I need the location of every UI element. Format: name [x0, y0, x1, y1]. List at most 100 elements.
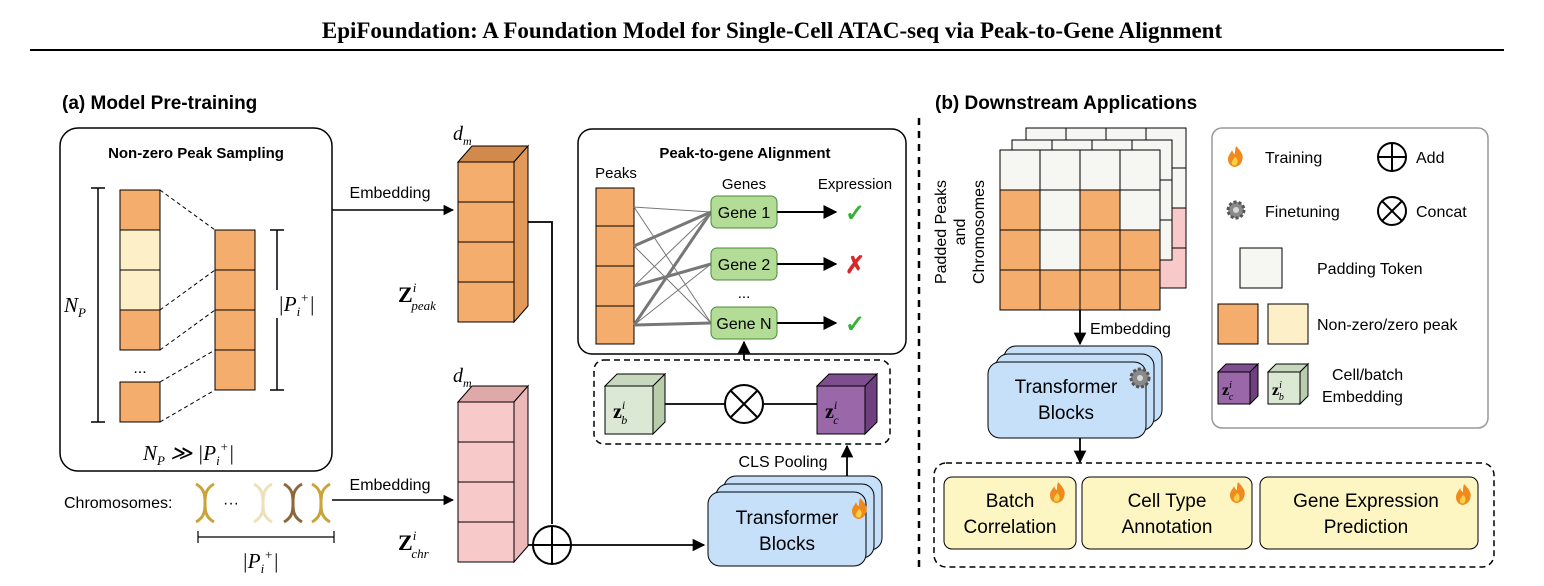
- nonzero-peak-swatch: [1217, 303, 1259, 345]
- legend-training: Training: [1265, 150, 1322, 167]
- sampling-title: Non-zero Peak Sampling: [108, 145, 284, 162]
- paper-title: EpiFoundation: A Foundation Model for Si…: [321, 18, 1223, 43]
- gene-label: Gene 2: [718, 257, 771, 274]
- fire-icon: [1230, 482, 1245, 503]
- chrom-ellipsis: ···: [223, 495, 239, 512]
- add-icon: [532, 525, 572, 565]
- fire-icon: [1456, 484, 1471, 505]
- task-gene-expression-prediction: [1259, 476, 1479, 550]
- chromosomes-label: Chromosomes:: [64, 495, 172, 512]
- sampled-peak: [214, 349, 256, 391]
- dna-icon: [311, 482, 331, 524]
- legend-add: Add: [1416, 150, 1444, 167]
- legend-cellbatch: Embedding: [1322, 389, 1403, 406]
- legend-cellbatch: Cell/batch: [1332, 367, 1403, 384]
- fire-icon: [1050, 482, 1065, 503]
- sampled-peak: [214, 269, 256, 311]
- svg-text:Blocks: Blocks: [759, 534, 815, 555]
- dm-label-bottom: dm: [453, 365, 472, 390]
- svg-text:Transformer: Transformer: [1015, 377, 1118, 398]
- svg-text:Prediction: Prediction: [1324, 517, 1409, 538]
- panel-b-title: (b) Downstream Applications: [935, 93, 1197, 114]
- svg-text:Blocks: Blocks: [1038, 403, 1094, 424]
- svg-text:and: and: [952, 219, 969, 246]
- peak-sampling-box: Non-zero Peak Sampling NP ... |Pi+| NP ≫…: [59, 127, 333, 472]
- check-icon: ✓: [845, 311, 865, 338]
- padded-axis-label: Padded Peaks and Chromosomes: [933, 180, 988, 284]
- dm-label-top: dm: [453, 123, 472, 148]
- sampled-peak: [214, 229, 256, 271]
- svg-text:Gene Expression: Gene Expression: [1293, 491, 1439, 512]
- alignment-box: Peak-to-gene Alignment Peaks Genes Expre…: [577, 128, 907, 355]
- peak-cell: [119, 381, 161, 423]
- expression-label: Expression: [818, 176, 892, 193]
- chr-embedding-stack: [456, 384, 530, 564]
- dna-icon: [195, 482, 215, 524]
- legend-nonzero: Non-zero/zero peak: [1317, 317, 1459, 334]
- np-label: NP: [63, 293, 86, 320]
- svg-text:Transformer: Transformer: [736, 508, 839, 529]
- transformer-blocks-a: Transformer Blocks: [707, 475, 883, 567]
- dna-icon: [283, 482, 303, 524]
- genes-label: Genes: [722, 176, 766, 193]
- peaks-label: Peaks: [595, 165, 637, 182]
- np-relation: NP ≫ |Pi+|: [142, 439, 234, 468]
- batch-embedding-swatch: [1267, 371, 1301, 405]
- downstream-tasks-box: Batch Correlation Cell Type Annotation G…: [933, 462, 1495, 568]
- sampling-ellipsis: ...: [133, 360, 146, 377]
- panel-a-title: (a) Model Pre-training: [62, 93, 257, 114]
- task-batch-correlation: [943, 476, 1077, 550]
- add-icon: [1377, 142, 1407, 172]
- svg-text:Cell Type: Cell Type: [1128, 491, 1207, 512]
- zero-peak-swatch: [1267, 303, 1309, 345]
- gear-icon: [1129, 367, 1151, 389]
- pi-label: |Pi+|: [278, 290, 315, 319]
- embedding-label-bottom: Embedding: [350, 477, 431, 494]
- legend-finetuning: Finetuning: [1265, 204, 1340, 221]
- task-cell-type-annotation: [1081, 476, 1253, 550]
- padded-input-grid: [999, 127, 1187, 311]
- legend-concat: Concat: [1416, 204, 1467, 221]
- gene-label: Gene N: [716, 316, 771, 333]
- svg-text:Correlation: Correlation: [964, 517, 1057, 538]
- peak-cell: [119, 189, 161, 231]
- peak-to-add-line: [528, 221, 553, 524]
- svg-text:Batch: Batch: [986, 491, 1035, 512]
- svg-text:Annotation: Annotation: [1122, 517, 1213, 538]
- legend-box: Training Add Finetuning Concat Padding T…: [1211, 127, 1489, 429]
- peak-cell: [119, 229, 161, 271]
- cross-icon: ✗: [845, 252, 865, 279]
- sampled-peak: [214, 309, 256, 351]
- peak-embedding-stack: [456, 144, 530, 324]
- embedding-label-b: Embedding: [1090, 321, 1171, 338]
- concat-icon: [1377, 196, 1407, 226]
- chrom-count-label: |Pi+|: [242, 547, 279, 576]
- fire-icon: [1228, 146, 1243, 167]
- padding-token-swatch: [1239, 247, 1283, 289]
- legend-padding: Padding Token: [1317, 261, 1423, 278]
- svg-text:Padded Peaks: Padded Peaks: [933, 180, 950, 284]
- peak-cell: [119, 309, 161, 351]
- svg-text:Chromosomes: Chromosomes: [971, 180, 988, 284]
- fire-icon: [852, 498, 867, 519]
- transformer-blocks-b: Transformer Blocks: [987, 345, 1163, 439]
- embedding-label-top: Embedding: [350, 185, 431, 202]
- peak-cell: [119, 269, 161, 311]
- gear-icon: [1226, 200, 1246, 220]
- alignment-title: Peak-to-gene Alignment: [659, 145, 830, 162]
- check-icon: ✓: [845, 200, 865, 227]
- gene-label: Gene 1: [718, 205, 771, 222]
- gene-ellipsis: ...: [738, 285, 751, 302]
- cls-pooling-label: CLS Pooling: [739, 454, 828, 471]
- concat-icon: [724, 384, 764, 424]
- dna-icon: [253, 482, 273, 524]
- title-rule: [30, 49, 1504, 51]
